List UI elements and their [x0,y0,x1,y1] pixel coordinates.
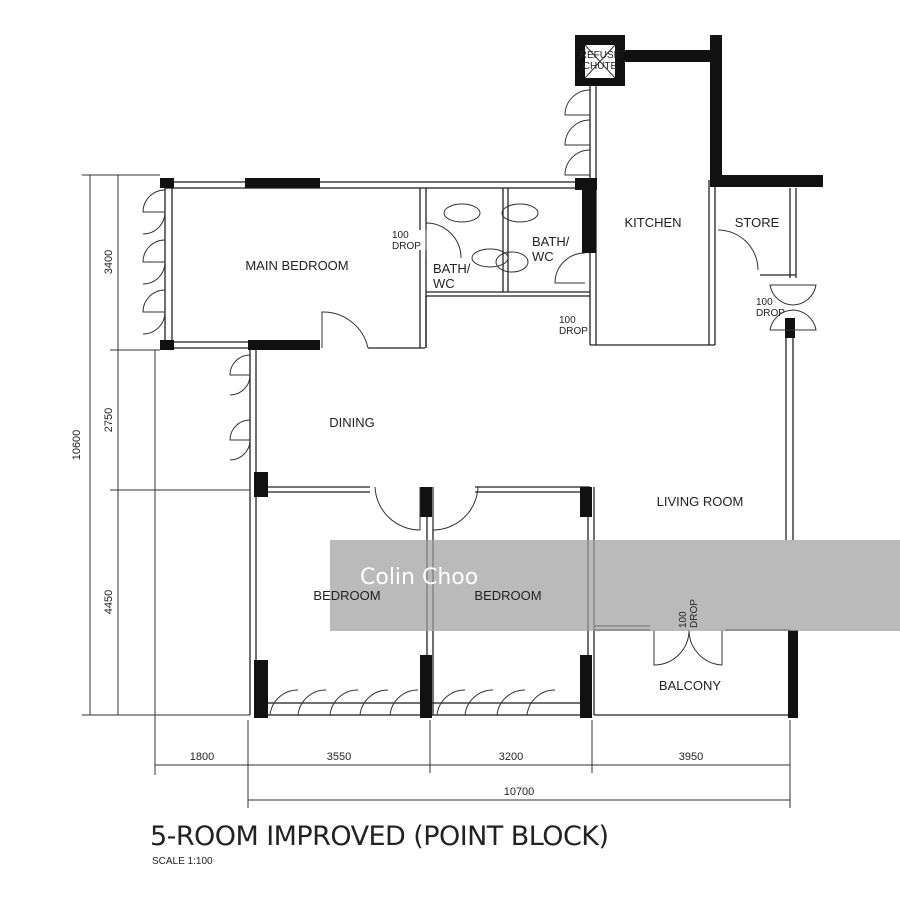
refuse-chute: REFUSE CHUTE [580,44,621,79]
watermark: Colin Choo [330,540,900,631]
bath1-label-2: WC [433,276,455,291]
balcony-label: BALCONY [659,678,721,693]
bedroom2-label: BEDROOM [474,588,541,603]
bath2-label-2: WC [532,249,554,264]
dim-overall-height: 10600 [71,430,83,461]
bath1-label: BATH/ [433,261,471,276]
room-labels: MAIN BEDROOM BATH/ WC BATH/ WC KITCHEN S… [245,215,779,693]
dim-h3: 3200 [499,751,523,763]
dim-h1: 1800 [190,751,214,763]
dim-h4: 3950 [679,751,703,763]
store-label: STORE [735,215,780,230]
drop-label: DROP [756,308,785,319]
plan-scale: SCALE 1:100 [152,856,213,867]
drop-label: DROP [689,599,700,628]
drop-value: 100 [756,297,773,308]
drop-label: DROP [392,241,421,252]
dining-label: DINING [329,415,375,430]
living-room-label: LIVING ROOM [657,494,744,509]
bath2-label: BATH/ [532,234,570,249]
watermark-text: Colin Choo [360,565,478,590]
dim-v1: 3400 [103,250,115,274]
door-swings [142,89,817,716]
thick-walls [160,35,823,718]
overlay-labels: BEDROOM BEDROOM 100 DROP [313,588,700,628]
dim-overall-width: 10700 [504,786,535,798]
drop-value: 100 [392,230,409,241]
main-bedroom-label: MAIN BEDROOM [245,258,348,273]
dimension-lines [82,174,791,808]
drop-markers: 100 DROP 100 DROP 100 DROP [392,230,785,337]
dimension-labels: 10600 3400 2750 4450 1800 3550 3200 3950… [71,250,703,798]
drop-label: DROP [559,326,588,337]
dim-h2: 3550 [327,751,351,763]
plan-title: 5-ROOM IMPROVED (POINT BLOCK) [150,821,610,852]
bedroom1-label: BEDROOM [313,588,380,603]
dim-v2: 2750 [103,408,115,432]
refuse-label-1: REFUSE [580,50,621,61]
drop-value: 100 [559,315,576,326]
drop-value: 100 [678,611,689,628]
kitchen-label: KITCHEN [624,215,681,230]
dim-v3: 4450 [103,590,115,614]
refuse-label-2: CHUTE [583,61,618,72]
